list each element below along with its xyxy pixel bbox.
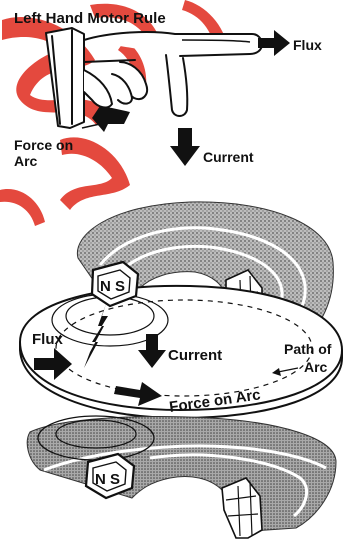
force-on-label-top: Force on [14,137,73,153]
diagram-title: Left Hand Motor Rule [14,10,166,27]
flux-label-mid: Flux [32,331,63,348]
ns-label-bottom: N S [95,471,120,488]
arc-label-top: Arc [14,153,38,169]
current-label-top: Current [203,149,254,165]
arc-path-label: Arc [304,359,328,375]
flux-arrow-icon [258,30,290,56]
force-arrow-icon [92,106,130,132]
path-of-label: Path of [284,341,332,357]
current-label-mid: Current [168,347,222,364]
ns-label-top: N S [100,278,125,295]
flux-label-top: Flux [293,37,322,53]
hand-icon [46,28,262,128]
coil-bottom-icon [27,417,336,538]
current-arrow-icon [170,128,200,166]
